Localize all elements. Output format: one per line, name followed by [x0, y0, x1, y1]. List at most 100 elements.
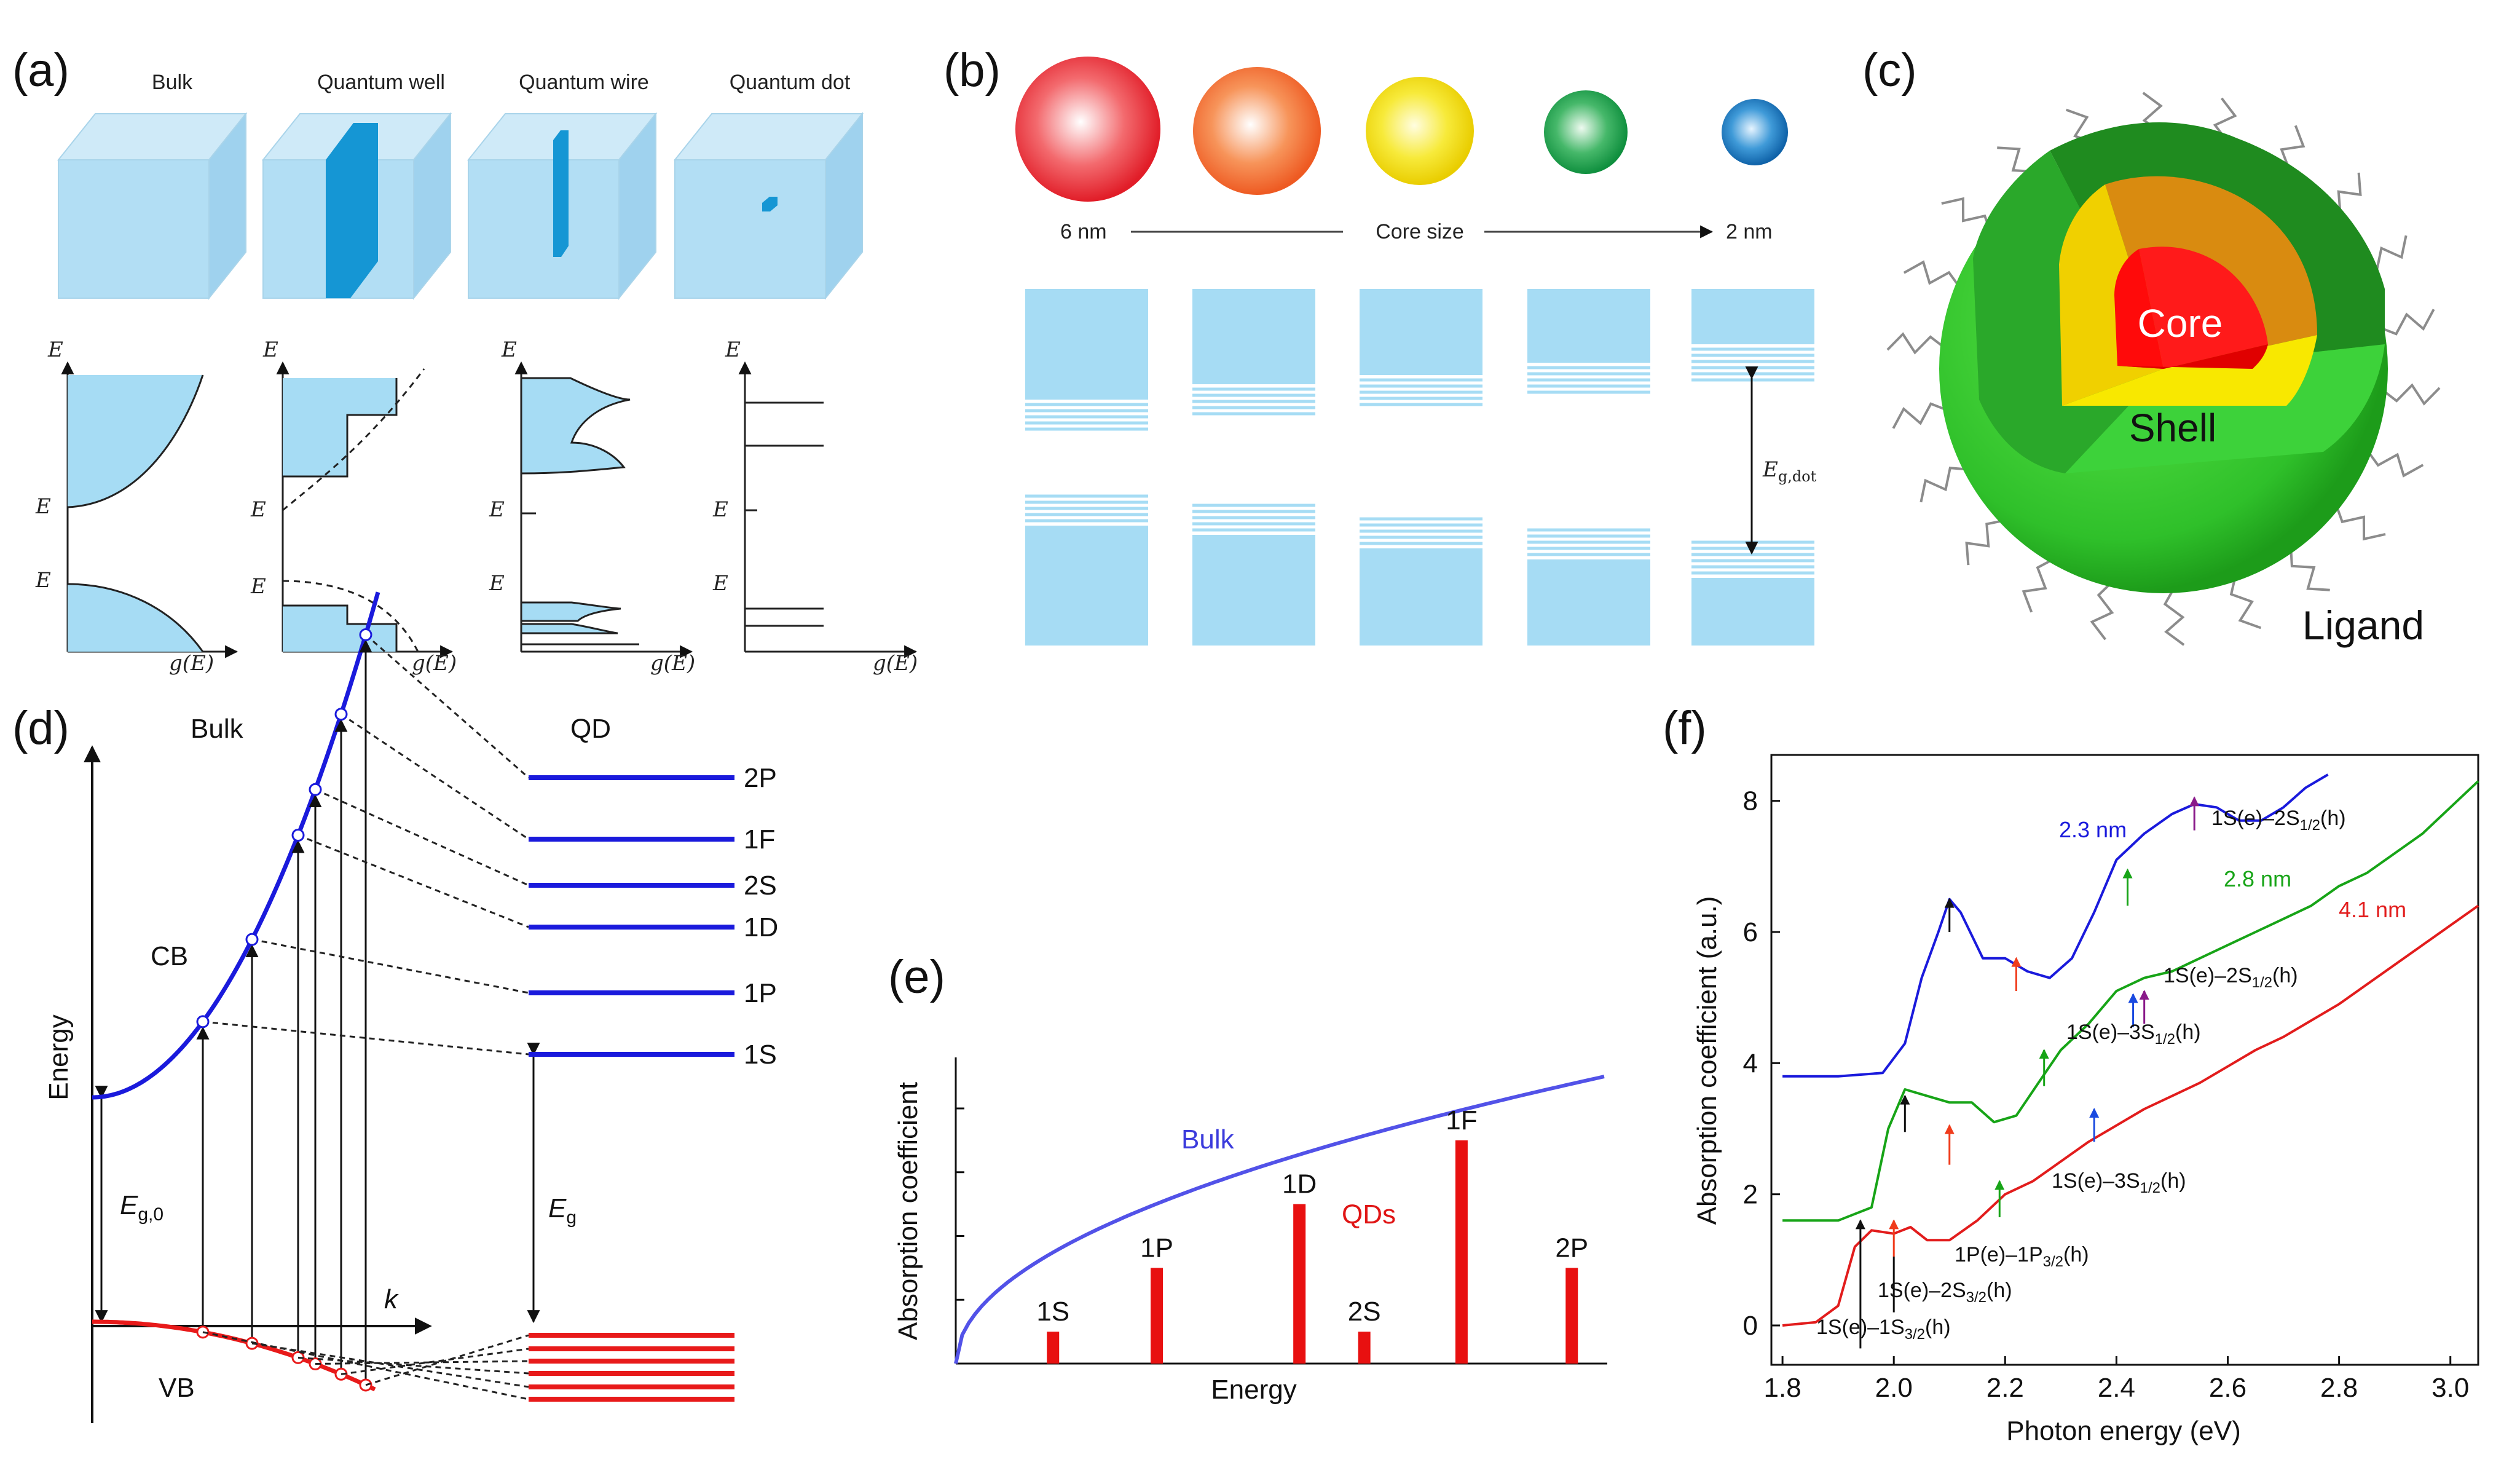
f-y-tick-label: 0	[1743, 1311, 1758, 1341]
core-left	[2114, 249, 2164, 369]
level-connector	[315, 788, 529, 887]
valence-connector	[251, 1342, 529, 1388]
dot-4nm	[1366, 77, 1474, 185]
eg-dot-label: Eg,dot	[1762, 457, 1817, 485]
qd-level-label-1D: 1D	[744, 912, 778, 942]
panel-b: (b) 6 nm Core size 2 nm Eg,dot	[943, 44, 1817, 646]
qd-bar-label-1S: 1S	[1036, 1297, 1069, 1327]
dos-dot: E E E g(E)	[712, 338, 918, 676]
arrowhead	[1944, 1124, 1955, 1134]
dot-6nm	[1015, 57, 1160, 202]
ligand-chain	[2382, 383, 2441, 406]
ligand-chain	[2090, 583, 2114, 641]
ec-label: E	[712, 497, 728, 522]
annot-1s-2s32: 1S(e)–2S3/2(h)	[1878, 1279, 2012, 1306]
qd-level-label-2S: 2S	[744, 871, 777, 901]
cb-point	[245, 933, 259, 946]
dot-box	[762, 197, 778, 211]
valence-band-block	[1192, 535, 1315, 646]
ligand-chain	[1903, 260, 1960, 286]
f-x-tick-label: 1.8	[1764, 1373, 1801, 1403]
ec-label: E	[489, 497, 505, 522]
arrowhead	[2128, 993, 2138, 1003]
ligand-chain	[1965, 519, 2003, 566]
eg-label: Eg	[548, 1193, 577, 1228]
qd-bar-label-2S: 2S	[1348, 1297, 1381, 1327]
qd-bar-label-1D: 1D	[1282, 1169, 1317, 1199]
qd-bar-label-2P: 2P	[1555, 1233, 1588, 1263]
cb-point	[359, 628, 372, 642]
qd-level-label-1F: 1F	[744, 824, 775, 855]
annot-1s-3s12-red: 1S(e)–3S1/2(h)	[2052, 1169, 2186, 1196]
valence-band-block	[1025, 526, 1148, 646]
conduction-band-block	[1691, 289, 1814, 344]
ev-label: E	[712, 571, 728, 596]
title-quantum-well: Quantum well	[317, 71, 445, 94]
axis-e-label: E	[501, 338, 517, 362]
core-label: Core	[2138, 301, 2223, 346]
f-x-tick-label: 2.6	[2209, 1373, 2246, 1403]
ev-label: E	[35, 568, 51, 593]
vb-label: VB	[159, 1373, 195, 1403]
arrowhead	[2011, 957, 2022, 967]
eg0-label: Eg,0	[120, 1190, 163, 1225]
cube-quantum-dot	[673, 112, 864, 300]
ec-label: E	[250, 497, 266, 522]
cube-quantum-well	[261, 112, 452, 300]
ligand-chain	[2336, 506, 2386, 541]
label-2-8nm: 2.8 nm	[2224, 866, 2291, 891]
qd-level-label-1S: 1S	[744, 1040, 777, 1070]
f-x-tick-label: 2.4	[2098, 1373, 2135, 1403]
ligand-chain	[2290, 550, 2330, 591]
cb-point	[309, 783, 322, 796]
series-2-8-nm	[1782, 780, 2479, 1222]
f-y-tick-label: 6	[1743, 917, 1758, 947]
e-ylabel: Absorption coefficient	[893, 1082, 923, 1340]
dot-2nm	[1722, 99, 1788, 165]
f-plot-frame	[1770, 754, 2479, 1366]
axis-e-label: E	[47, 338, 63, 362]
size-start: 6 nm	[1060, 220, 1107, 243]
panel-c: (c) Core Shell Ligand	[1862, 44, 2441, 648]
label-2-3nm: 2.3 nm	[2059, 817, 2127, 842]
e-bulk-label: Bulk	[1181, 1124, 1235, 1155]
annot-1s-3s12-green: 1S(e)–3S1/2(h)	[2066, 1021, 2201, 1048]
qd-label: QD	[570, 714, 611, 744]
annot-1s-1s32: 1S(e)–1S3/2(h)	[1816, 1316, 1951, 1343]
ligand-chain	[2163, 589, 2185, 646]
series-2-3-nm	[1782, 773, 2329, 1078]
ev-label: E	[250, 574, 266, 599]
title-quantum-wire: Quantum wire	[519, 71, 649, 94]
annot-1p-1p32: 1P(e)–1P3/2(h)	[1955, 1243, 2089, 1270]
dot-5nm	[1193, 67, 1321, 195]
arrowhead	[1944, 898, 1955, 908]
ev-label: E	[489, 571, 505, 596]
panel-e: (e) Absorption coefficient Energy Bulk Q…	[888, 951, 1607, 1405]
bulk-absorption-curve	[954, 1075, 1605, 1364]
energy-label: Energy	[44, 1014, 74, 1100]
panel-label-f: (f)	[1663, 702, 1707, 754]
size-end: 2 nm	[1726, 220, 1773, 243]
e-xlabel: Energy	[1211, 1375, 1296, 1405]
qd-bar-2S	[1358, 1332, 1371, 1364]
panel-f: (f) Photon energy (eV) Absorption coeffi…	[1663, 702, 2479, 1446]
dos-well: E E E g(E)	[250, 338, 457, 676]
ligand-chain	[1886, 332, 1945, 355]
ligand-chain	[2229, 578, 2262, 630]
f-y-tick-label: 2	[1743, 1180, 1758, 1210]
band-diagrams	[1025, 289, 1814, 646]
ligand-label: Ligand	[2302, 602, 2424, 648]
dos-wire: E E E g(E)	[489, 338, 695, 676]
e-qds-label: QDs	[1342, 1199, 1396, 1230]
ligand-chain	[1941, 197, 1991, 232]
qd-bar-1S	[1047, 1332, 1060, 1364]
core-bottom	[2117, 344, 2268, 369]
well-slab	[326, 123, 378, 298]
title-quantum-dot: Quantum dot	[730, 71, 851, 94]
panel-d: (d) Bulk QD Energy k CB VB Eg,0 Eg 2P1F2…	[12, 591, 778, 1423]
ligand-chain	[2022, 559, 2053, 613]
f-xlabel: Photon energy (eV)	[2006, 1416, 2241, 1446]
arrowhead	[1889, 1219, 1899, 1230]
qd-bar-label-1F: 1F	[1446, 1105, 1477, 1135]
